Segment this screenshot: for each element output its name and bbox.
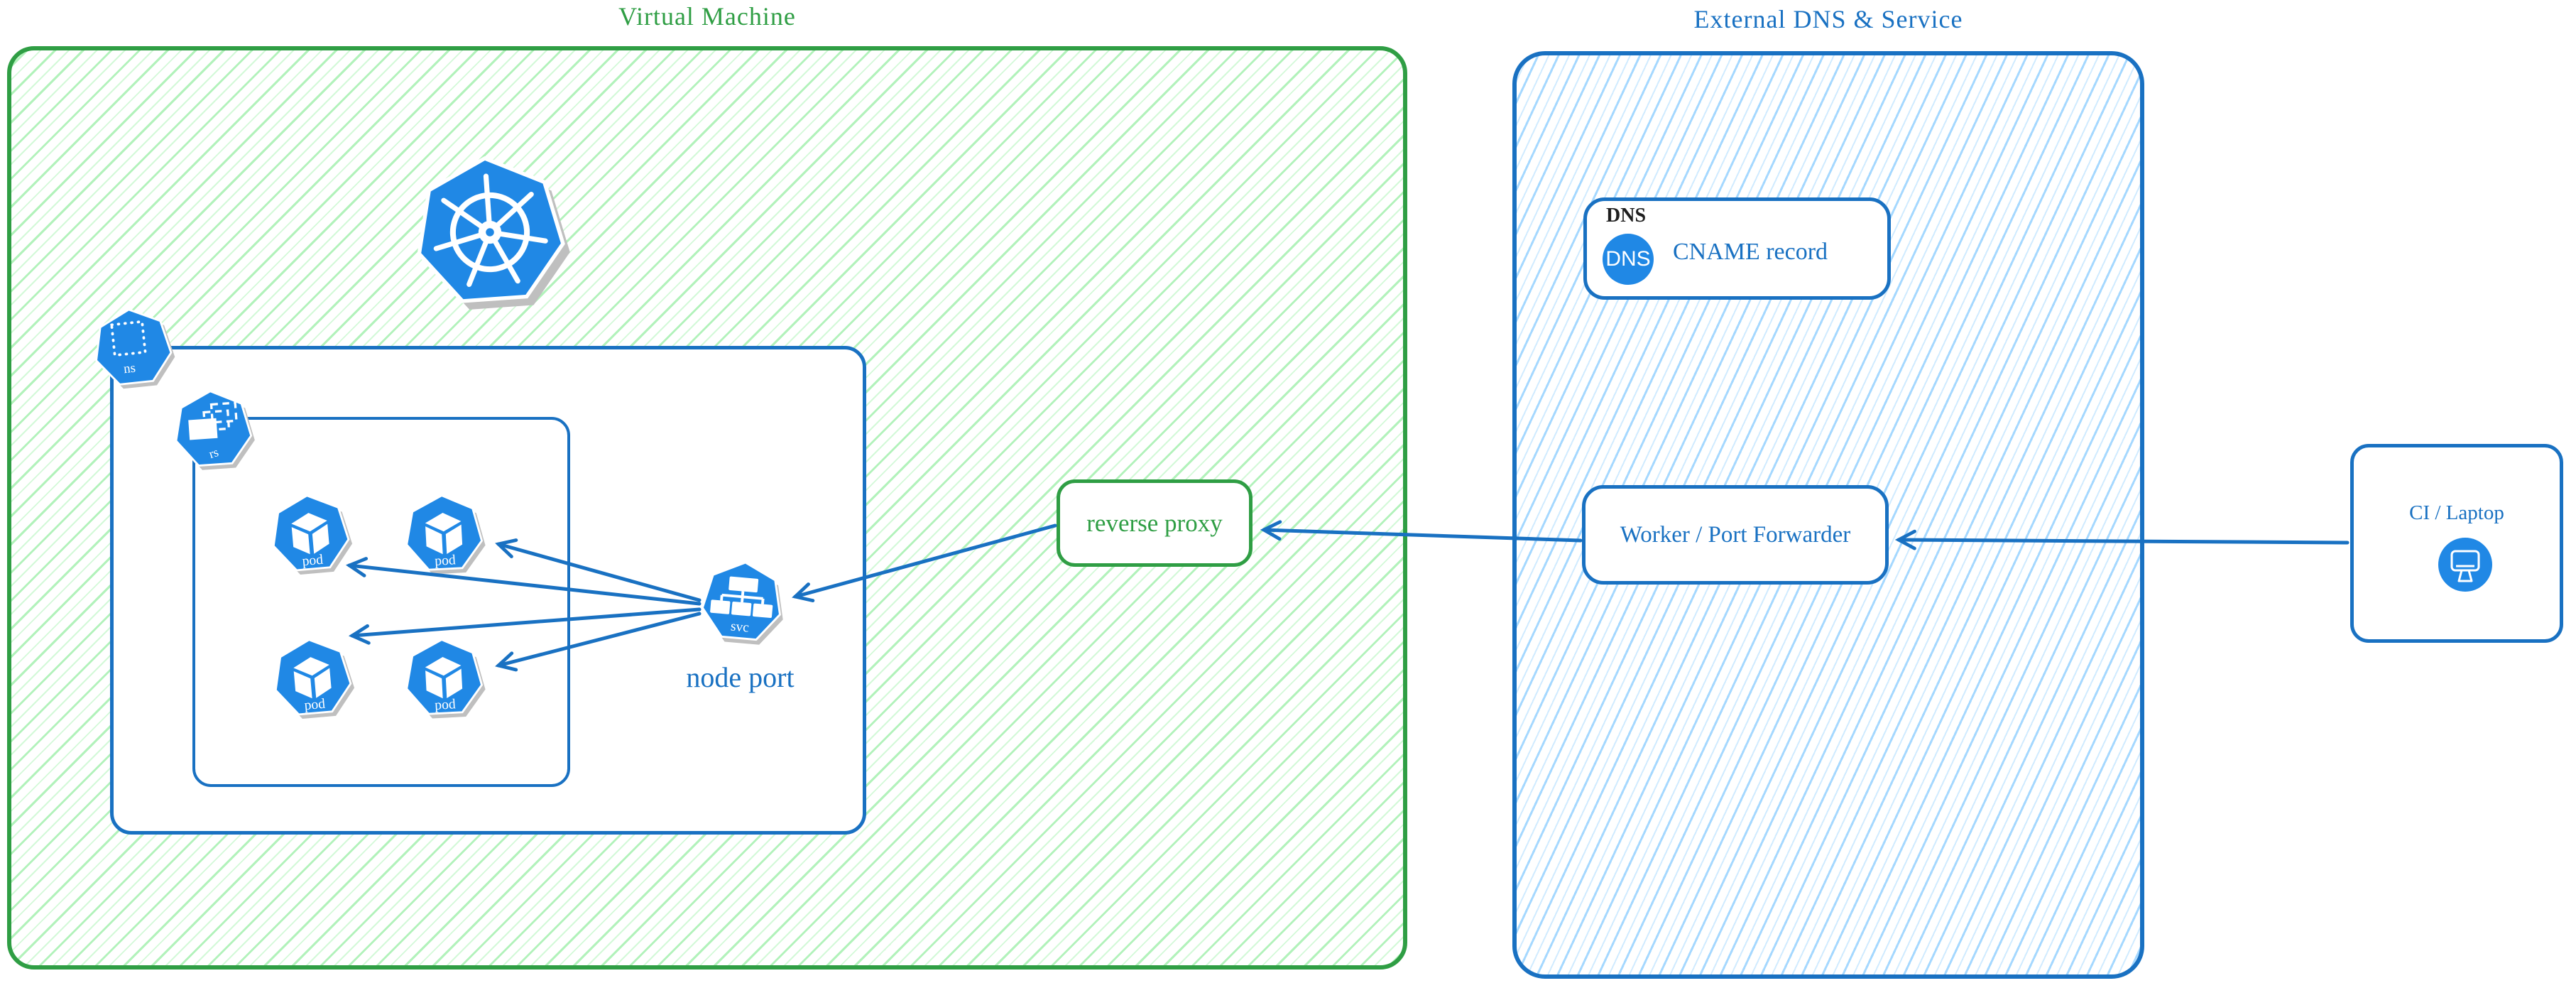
reverse-proxy-box: reverse proxy — [1057, 479, 1252, 567]
node-port-label: node port — [686, 661, 795, 693]
dns-icon-text: DNS — [1605, 247, 1651, 271]
replicaset-icon: rs — [171, 387, 258, 473]
worker-label: Worker / Port Forwarder — [1620, 521, 1851, 548]
pod-icon-label: pod — [435, 696, 457, 713]
service-icon-label: svc — [730, 619, 750, 635]
replicaset-box — [192, 417, 570, 787]
ci-laptop-label: CI / Laptop — [2409, 501, 2504, 524]
kubernetes-logo-icon — [403, 145, 577, 319]
dns-record-tag: DNS — [1606, 205, 1647, 227]
pod-icon-2: pod — [403, 492, 488, 577]
pod-icon-3: pod — [271, 635, 358, 722]
namespace-icon-label: ns — [123, 361, 136, 377]
pod-icon-1: pod — [268, 491, 356, 578]
pod-icon-label: pod — [304, 696, 326, 714]
dns-icon: DNS — [1603, 234, 1654, 285]
laptop-icon — [2438, 538, 2492, 592]
pod-icon-label: pod — [435, 552, 457, 569]
replicaset-icon-label: rs — [207, 445, 220, 461]
pod-icon-4: pod — [403, 636, 488, 721]
pod-icon-label: pod — [302, 552, 324, 570]
namespace-icon: ns — [90, 304, 179, 393]
vm-title: Virtual Machine — [618, 2, 796, 31]
reverse-proxy-label: reverse proxy — [1086, 509, 1223, 537]
service-icon: svc — [699, 558, 789, 648]
external-title: External DNS & Service — [1693, 5, 1963, 33]
cname-record-label: CNAME record — [1672, 239, 1828, 265]
worker-box: Worker / Port Forwarder — [1582, 485, 1889, 585]
